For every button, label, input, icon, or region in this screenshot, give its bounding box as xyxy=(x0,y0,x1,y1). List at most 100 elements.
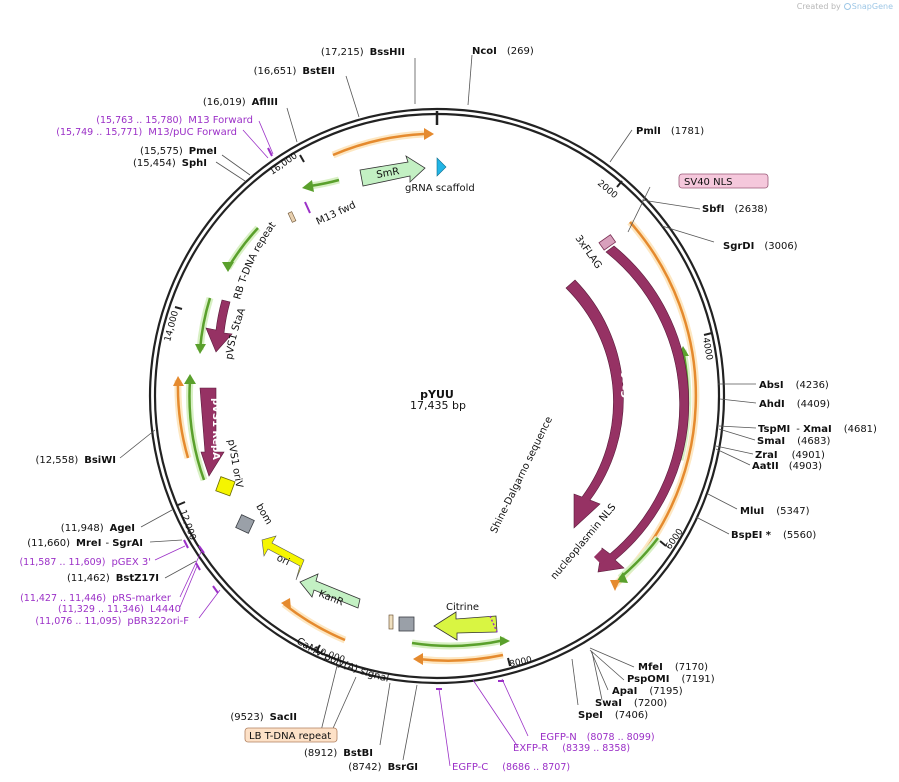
enzyme-pmei-name: PmeI xyxy=(189,146,217,157)
flag-marker xyxy=(598,234,617,251)
enzyme-mrei-name: MreI xyxy=(76,538,101,549)
tick-label-2000: 2000 xyxy=(595,179,619,202)
citrine-arrow xyxy=(433,611,498,641)
enzyme-ahdi-pos: (4409) xyxy=(797,399,830,410)
tick-label-6000: 6000 xyxy=(664,527,685,552)
primer-pbr322-pos: (11,076 .. 11,095) xyxy=(35,616,121,627)
primer-m13-forward: (15,763 .. 15,780)M13 Forward xyxy=(96,115,253,126)
enzyme-zrai-name: ZraI xyxy=(755,450,778,461)
enzyme-mlui: MluI(5347) xyxy=(740,506,810,517)
camv-label: CaMV poly(A) signal xyxy=(294,636,390,685)
enzyme-sacii: (9523)SacII xyxy=(230,712,297,723)
primer-egfp-n-name: EGFP-N xyxy=(540,732,577,743)
enzyme-sphi: (15,454)SphI xyxy=(133,158,207,169)
enzyme-xmai-name: XmaI xyxy=(803,424,832,435)
enzyme-sbfi-pos: (2638) xyxy=(734,204,767,215)
enzyme-sphi-pos: (15,454) xyxy=(133,158,176,169)
enzyme-apai-name: ApaI xyxy=(612,686,637,697)
enzyme-afliii-pos: (16,019) xyxy=(203,97,246,108)
nucleoplasmin-marker xyxy=(593,549,609,565)
enzyme-bsrgi-pos: (8742) xyxy=(348,762,381,773)
enzyme-sgrdi-pos: (3006) xyxy=(764,241,797,252)
enzyme-sgrdi: SgrDI (3006) xyxy=(723,241,798,252)
enzyme-mfei: MfeI (7170) xyxy=(638,662,708,673)
enzyme-aatii-name: AatII xyxy=(752,461,779,472)
primer-pgex-name: pGEX 3' xyxy=(111,557,151,568)
plasmid-name: pYUU xyxy=(420,388,454,401)
enzyme-smai-name: SmaI xyxy=(757,436,785,447)
enzyme-pmli-pos: (1781) xyxy=(671,126,704,137)
camv-box-marker xyxy=(398,616,415,632)
arc-arrowheads xyxy=(173,128,689,665)
enzyme-bsiwi: (12,558) BsiWI xyxy=(35,455,116,466)
smr-label: SmR xyxy=(376,166,401,181)
citrine-label: Citrine xyxy=(446,602,479,613)
smr-arrow xyxy=(359,155,426,187)
enzyme-ncoi-name: NcoI xyxy=(472,46,497,57)
enzyme-agei-pos: (11,948) xyxy=(61,523,104,534)
cas9-arrow-outer xyxy=(597,245,690,573)
enzyme-bsrgi-name: BsrGI xyxy=(388,762,418,773)
primer-m13-forward-pos: (15,763 .. 15,780) xyxy=(96,115,182,126)
primer-pgex-pos: (11,587 .. 11,609) xyxy=(19,557,105,568)
sv40-nls-box xyxy=(678,173,769,189)
enzyme-bspei-name: BspEI * xyxy=(731,530,772,541)
enzyme-sacii-pos: (9523) xyxy=(230,712,263,723)
sv40-nls-label: SV40 NLS xyxy=(684,177,733,188)
snapgene-logo-icon xyxy=(843,3,851,10)
enzyme-pspomi-name: PspOMI xyxy=(627,674,669,685)
enzyme-absi-pos: (4236) xyxy=(796,380,829,391)
enzyme-bsshii: (17,215)BssHII xyxy=(321,47,405,58)
enzyme-bsrgi: (8742) BsrGI xyxy=(348,762,418,773)
primer-egfp-c-pos: (8686 .. 8707) xyxy=(502,762,570,773)
enzyme-aatii-pos: (4903) xyxy=(789,461,822,472)
primer-egfp-n: EGFP-N(8078 .. 8099) xyxy=(540,732,655,743)
enzyme-tspmi: TspMI- XmaI(4681) xyxy=(758,424,877,435)
backbone-outer xyxy=(148,107,726,685)
cas9-label-outer: Cas9 xyxy=(662,370,673,397)
enzyme-sgrdi-name: SgrDI xyxy=(723,241,754,252)
staa-arrow xyxy=(205,299,233,353)
primer-pbr322ori-f: (11,076 .. 11,095)pBR322ori-F xyxy=(35,616,189,627)
enzyme-pmli-name: PmlI xyxy=(636,126,661,137)
enzyme-absi: AbsI(4236) xyxy=(759,380,829,391)
plasmid-size: 17,435 bp xyxy=(410,399,466,412)
snapgene-credit: Created by SnapGene xyxy=(797,2,893,11)
enzyme-mfei-pos: (7170) xyxy=(675,662,708,673)
enzyme-sgrai-name: SgrAI xyxy=(112,538,143,549)
enzyme-mrei: (11,660)MreI- SgrAI xyxy=(27,538,143,549)
ori-arrow xyxy=(261,535,305,581)
enzyme-ncoi-pos: (269) xyxy=(507,46,534,57)
primer-l4440: (11,329 .. 11,346)L4440 xyxy=(58,604,181,615)
enzyme-apai-pos: (7195) xyxy=(649,686,682,697)
camv-text: CaMV poly(A) signal xyxy=(294,636,390,685)
enzyme-pspomi-pos: (7191) xyxy=(681,674,714,685)
primer-egfp-c: EGFP-C(8686 .. 8707) xyxy=(452,762,570,773)
enzyme-swai-pos: (7200) xyxy=(634,698,667,709)
enzyme-spei: SpeI(7406) xyxy=(578,710,648,721)
enzyme-pmei: (15,575)PmeI xyxy=(140,146,217,157)
enzyme-afliii-name: AflIII xyxy=(252,97,278,108)
enzyme-ncoi: NcoI (269) xyxy=(472,46,534,57)
credit-prefix: Created by xyxy=(796,2,841,11)
primer-m13-puc-name: M13/pUC Forward xyxy=(148,127,237,138)
lb-repeat-label: LB T-DNA repeat xyxy=(249,731,331,742)
enzyme-bstbi-pos: (8912) xyxy=(304,748,337,759)
tick-label-4000: 4000 xyxy=(700,337,714,362)
enzyme-zrai-pos: (4901) xyxy=(792,450,825,461)
enzyme-bsteii-pos: (16,651) xyxy=(254,66,297,77)
enzyme-bstz17i-pos: (11,462) xyxy=(67,573,110,584)
enzyme-bsteii-name: BstEII xyxy=(302,66,335,77)
repa-arrow xyxy=(199,387,225,477)
enzyme-bsiwi-pos: (12,558) xyxy=(35,455,78,466)
enzyme-mfei-name: MfeI xyxy=(638,662,663,673)
lb-repeat-box xyxy=(244,727,338,743)
enzyme-bstz17i-name: BstZ17I xyxy=(116,573,159,584)
enzyme-smai: SmaI(4683) xyxy=(757,436,830,447)
enzyme-bsiwi-name: BsiWI xyxy=(84,455,116,466)
enzyme-zrai: ZraI (4901) xyxy=(755,450,825,461)
primer-pgex-3: (11,587 .. 11,609) pGEX 3' xyxy=(19,557,151,568)
credit-brand: SnapGene xyxy=(851,2,893,11)
cas9-arrow-inner xyxy=(565,279,624,529)
